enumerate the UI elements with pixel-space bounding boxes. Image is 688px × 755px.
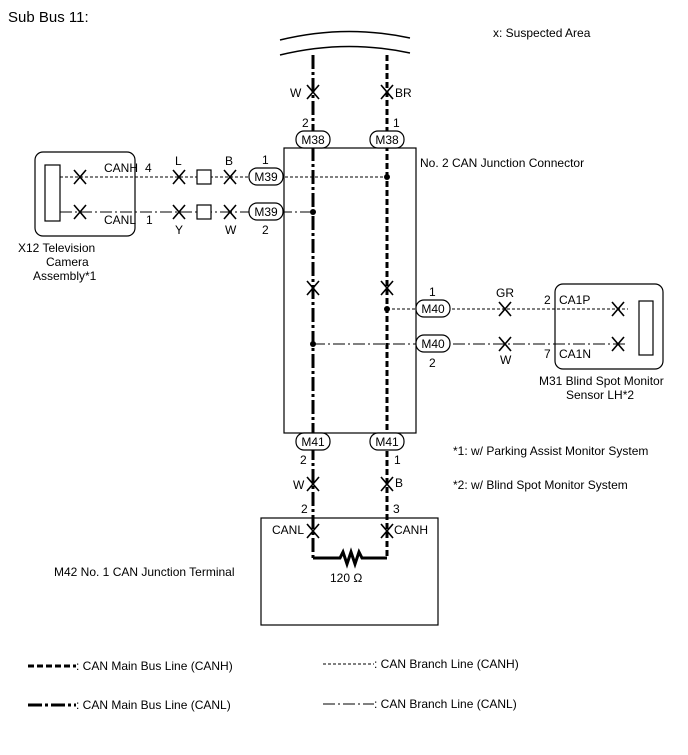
legend-main-canl: : CAN Main Bus Line (CANL) [76,698,231,712]
x12-name-line2: Camera [46,255,89,269]
pin-x12-canh: 4 [145,161,152,175]
m41-left-connector: M41 [295,432,331,451]
x12-canl-inline-box [196,204,212,220]
wire-color-x12-canh-2: B [225,154,233,168]
m31-canh-label: CA1P [559,293,590,307]
suspect-x-x12-canh-2 [223,169,237,185]
x12-name-line3: Assembly*1 [33,269,97,283]
x12-name-line1: X12 Television [18,241,95,255]
pin-m42-right: 3 [393,502,400,516]
note-1: *1: w/ Parking Assist Monitor System [453,444,648,458]
suspect-x-internal-canh [380,280,394,296]
svg-text:M40: M40 [421,337,445,351]
pin-m40-top: 1 [429,285,436,299]
pin-m38-left: 2 [302,116,309,130]
suspect-x-main-bottom-left [306,476,320,492]
m41-right-connector: M41 [369,432,405,451]
legend-branch-canh: : CAN Branch Line (CANH) [374,657,519,671]
suspect-x-x12-canh-1 [172,169,186,185]
resistor-value: 120 Ω [330,571,362,585]
m42-canh-label: CANH [394,523,428,537]
wire-color-main-bottom-right: B [395,476,403,490]
svg-text:M40: M40 [421,302,445,316]
suspect-x-m31-canl-internal [611,336,625,352]
legend-branch-canl: : CAN Branch Line (CANL) [374,697,517,711]
junction-connector-label: No. 2 CAN Junction Connector [420,156,584,170]
svg-text:M39: M39 [254,170,278,184]
pin-m31-canl: 7 [544,347,551,361]
x12-canl-label: CANL [104,213,136,227]
suspect-x-main-top-right [380,84,394,100]
pin-m38-right: 1 [393,116,400,130]
m42-name: M42 No. 1 CAN Junction Terminal [54,565,235,579]
wire-color-x12-canl-1: Y [175,223,183,237]
suspected-area-legend: x: Suspected Area [493,26,591,40]
suspect-x-x12-canl-internal [73,204,87,220]
wire-color-main-top-left: W [290,86,302,100]
break-mark-lower [279,45,411,56]
svg-text:M38: M38 [375,133,399,147]
m39-bottom-connector: M39 [248,202,284,221]
svg-text:M39: M39 [254,205,278,219]
svg-text:M38: M38 [301,133,325,147]
m40-bottom-connector: M40 [415,334,451,353]
break-mark-upper [279,30,411,41]
m38-right-connector: M38 [369,130,405,149]
wire-color-main-top-right: BR [395,86,412,100]
m42-terminal-box [260,517,439,626]
diagram-title: Sub Bus 11: [8,9,89,26]
suspect-x-m31-canh-internal [611,301,625,317]
pin-m31-canh: 2 [544,293,551,307]
m40-top-connector: M40 [415,299,451,318]
x12-canh-inline-box [196,169,212,185]
pin-m41-right: 1 [394,453,401,467]
m39-top-connector: M39 [248,167,284,186]
junction-connector-body [283,147,417,434]
svg-text:M41: M41 [375,435,399,449]
wire-color-m31-canl: W [500,353,512,367]
note-2: *2: w/ Blind Spot Monitor System [453,478,628,492]
m31-name-line2: Sensor LH*2 [566,388,634,402]
m31-canl-label: CA1N [559,347,591,361]
legend-main-canh: : CAN Main Bus Line (CANH) [76,659,233,673]
suspect-x-m42-canl [306,523,320,539]
m31-device-box [554,283,664,370]
terminating-resistor [313,547,387,569]
m31-name-line1: M31 Blind Spot Monitor [539,374,664,388]
svg-text:M41: M41 [301,435,325,449]
x12-device-box [34,151,136,237]
pin-m39-bottom: 2 [262,223,269,237]
suspect-x-x12-canh-internal [73,169,87,185]
pin-m41-left: 2 [300,453,307,467]
m42-canl-label: CANL [272,523,304,537]
wire-color-main-bottom-left: W [293,478,305,492]
wire-color-m31-canh: GR [496,286,514,300]
suspect-x-x12-canl-1 [172,204,186,220]
suspect-x-m42-canh [380,523,394,539]
wire-color-x12-canh-1: L [175,154,182,168]
suspect-x-internal-canl [306,280,320,296]
pin-m40-bottom: 2 [429,356,436,370]
m38-left-connector: M38 [295,130,331,149]
suspect-x-x12-canl-2 [223,204,237,220]
wire-color-x12-canl-2: W [225,223,237,237]
pin-m39-top: 1 [262,153,269,167]
suspect-x-m31-canh [498,301,512,317]
junction-dot-canl-x12 [310,209,316,215]
m31-device-icon [638,300,654,356]
pin-m42-left: 2 [301,502,308,516]
pin-x12-canl: 1 [146,213,153,227]
x12-canh-label: CANH [104,161,138,175]
x12-device-icon [44,164,61,222]
suspect-x-main-bottom-right [380,476,394,492]
suspect-x-main-top-left [306,84,320,100]
suspect-x-m31-canl [498,336,512,352]
